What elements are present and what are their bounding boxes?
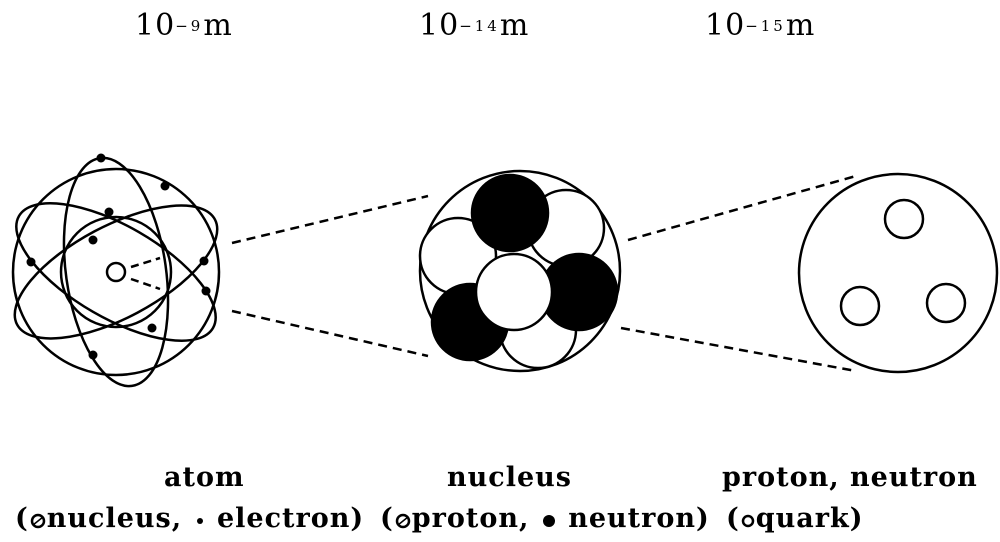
scale-base: 10 <box>135 8 176 43</box>
zoom-connectors <box>620 174 857 373</box>
scale-exponent: −14 <box>459 17 500 35</box>
scale-exponent: −9 <box>175 17 204 35</box>
pointer-line <box>130 277 161 291</box>
caption-proton-neutron: proton, neutron <box>722 462 978 493</box>
legend-paren: ( <box>726 503 740 534</box>
scale-unit: m <box>499 8 530 43</box>
atom-figure <box>11 156 221 388</box>
electron-orbit <box>15 202 217 342</box>
scale-label-nucleus: 10−14m <box>419 8 529 43</box>
open-circle-icon <box>395 513 411 528</box>
scale-base: 10 <box>705 8 746 43</box>
neutron-circle <box>470 173 550 253</box>
connector-line <box>620 326 857 373</box>
electron-orbit <box>13 204 219 340</box>
atom-inner-circle <box>59 215 173 329</box>
small-open-circle-icon <box>741 514 755 527</box>
legend-paren: ( <box>380 503 394 534</box>
legend-nucleus: ( proton, neutron) <box>380 503 710 534</box>
pointer-line <box>130 256 161 269</box>
proton-figure <box>797 172 999 374</box>
scale-unit: m <box>785 8 816 43</box>
electron-dot <box>88 235 98 245</box>
legend-nucleus-label: nucleus, <box>46 503 183 534</box>
electron-dot <box>201 286 211 296</box>
legend-electron-label: electron) <box>216 503 365 534</box>
quark-circle <box>883 198 925 240</box>
scale-label-atom: 10−9m <box>135 8 233 43</box>
proton-circle <box>474 252 554 332</box>
proton-outer-circle <box>797 172 999 374</box>
filled-circle-icon <box>542 514 555 527</box>
scale-exponent: −15 <box>745 17 786 35</box>
quark-circle <box>925 282 967 324</box>
nucleus-figure <box>418 169 622 373</box>
legend-quark: ( quark) <box>726 503 864 534</box>
connector-line <box>231 194 429 245</box>
scale-unit: m <box>203 8 233 43</box>
small-open-circle-icon <box>30 513 46 528</box>
scale-label-proton: 10−15m <box>705 8 815 43</box>
electron-dot <box>88 350 98 360</box>
atom-nucleus <box>105 261 127 283</box>
legend-atom: ( nucleus, electron) <box>15 503 364 534</box>
caption-atom: atom <box>164 462 245 493</box>
legend-neutron-label: neutron) <box>568 503 710 534</box>
legend-proton-label: proton, <box>411 503 530 534</box>
small-dot-icon <box>196 517 203 524</box>
atom-outer-circle <box>11 167 221 377</box>
electrons <box>26 153 211 360</box>
electron-dot <box>104 207 114 217</box>
connector-line <box>627 174 857 242</box>
electron-dot <box>147 323 157 333</box>
legend-quark-label: quark) <box>755 503 864 534</box>
caption-nucleus: nucleus <box>447 462 572 493</box>
electron-dot <box>199 256 209 266</box>
legend-paren: ( <box>15 503 29 534</box>
scale-base: 10 <box>419 8 460 43</box>
electron-dot <box>26 257 36 267</box>
electron-dot <box>96 153 106 163</box>
connector-line <box>231 309 429 358</box>
quark-circle <box>839 285 881 327</box>
zoom-connectors <box>231 194 429 358</box>
electron-dot <box>160 181 170 191</box>
